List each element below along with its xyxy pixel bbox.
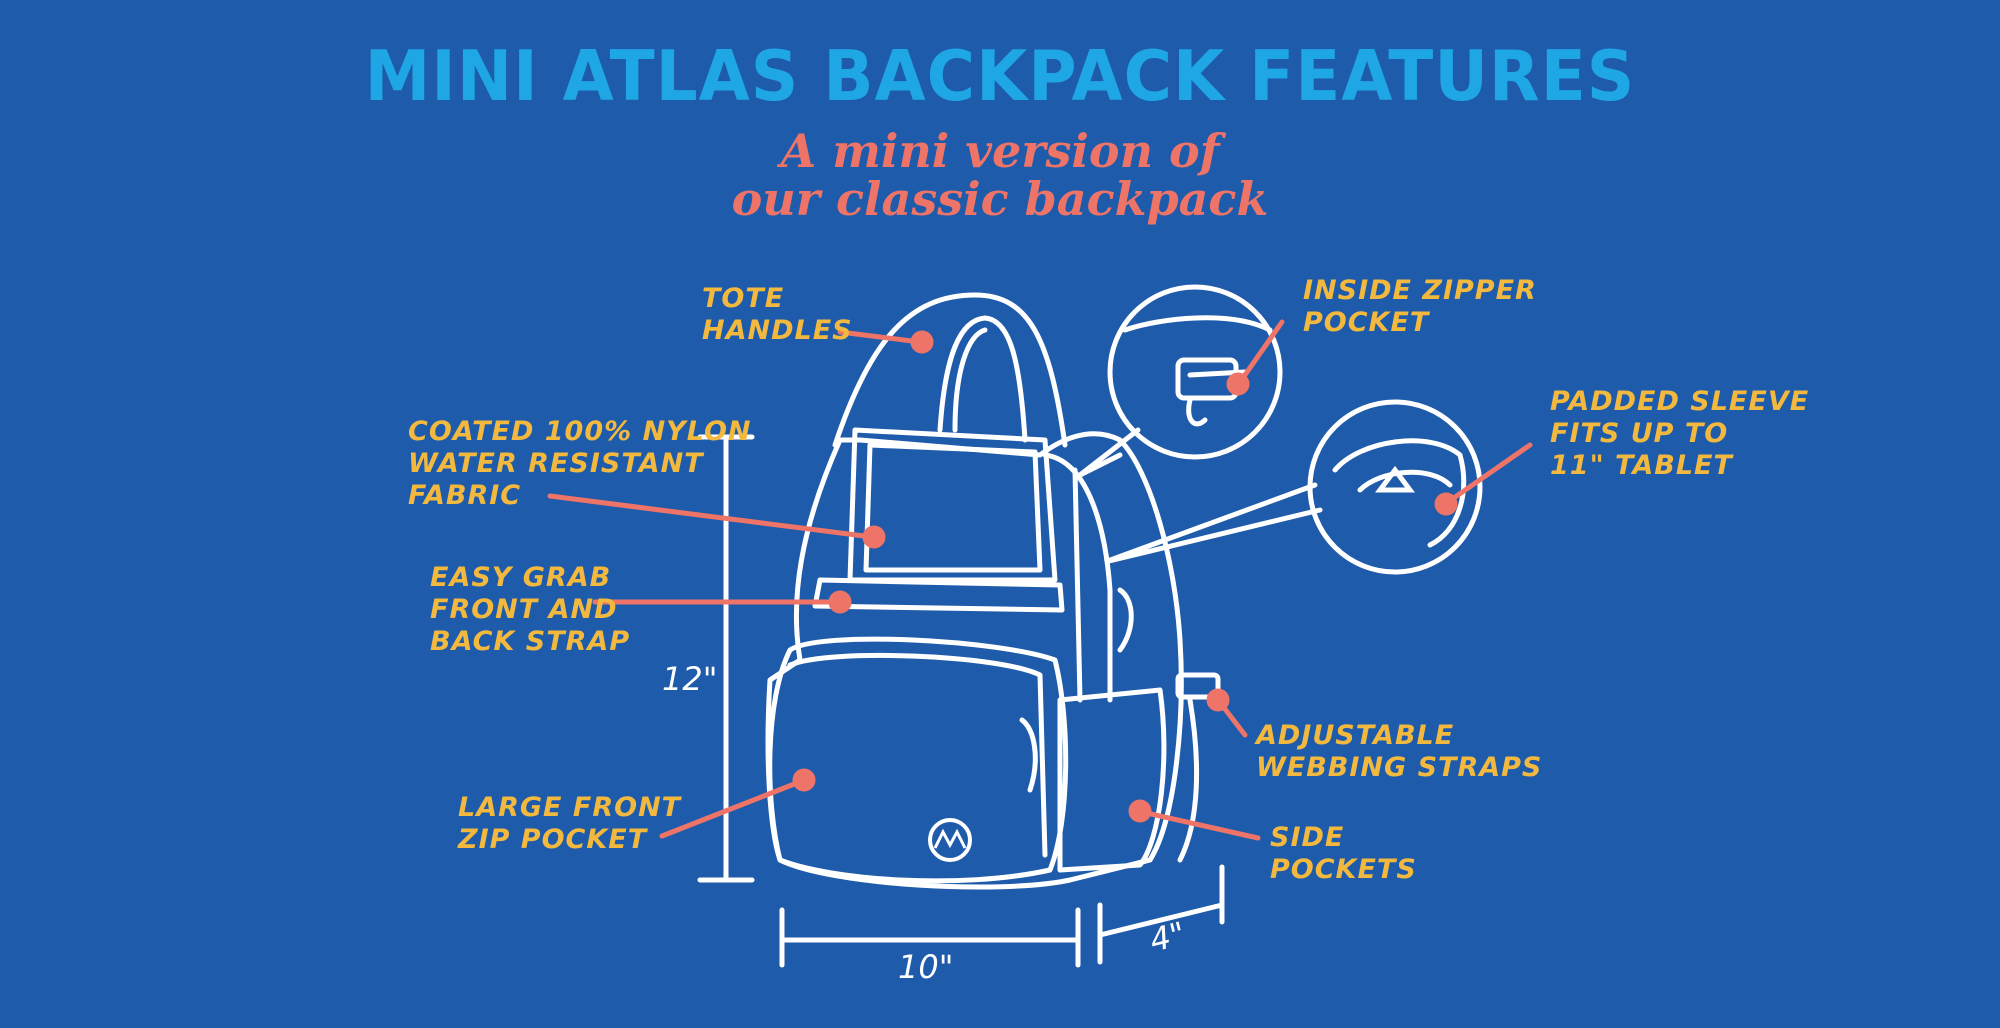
leader-easy-grab-strap	[592, 590, 852, 614]
width-dimension-line	[779, 907, 1081, 968]
label-inside-zipper-pocket: INSIDE ZIPPER POCKET	[1303, 275, 1537, 338]
grab-strap	[812, 577, 1065, 613]
front-pocket-zipper	[787, 652, 1048, 858]
front-top-panel	[847, 427, 1058, 583]
inside-pocket-detail-circle	[1107, 284, 1283, 460]
label-tote-handles: TOTE HANDLES	[702, 283, 853, 346]
front-pocket	[767, 636, 1069, 884]
brand-logo-icon	[928, 818, 972, 862]
leader-adjustable-straps	[1206, 688, 1248, 738]
height-dimension-line	[697, 434, 755, 883]
webbing-buckle	[1175, 672, 1221, 700]
side-panel	[1042, 452, 1113, 703]
front-pocket-pull	[1019, 717, 1038, 793]
side-zipper-pull	[1117, 587, 1134, 653]
side-zipper	[1072, 467, 1083, 703]
height-dimension-label: 12"	[662, 660, 718, 698]
width-dimension-label: 10"	[898, 948, 954, 986]
leader-padded-sleeve	[1434, 442, 1533, 516]
label-easy-grab-strap: EASY GRAB FRONT AND BACK STRAP	[430, 562, 631, 657]
side-pocket	[1057, 687, 1167, 873]
label-coated-nylon: COATED 100% NYLON WATER RESISTANT FABRIC	[408, 416, 752, 511]
label-padded-sleeve: PADDED SLEEVE FITS UP TO 11" TABLET	[1550, 386, 1810, 481]
page-title: MINI ATLAS BACKPACK FEATURES	[364, 36, 1636, 117]
sleeve-detail-circle	[1307, 399, 1483, 575]
front-top-panel-inner	[863, 442, 1043, 573]
tote-handle-second	[952, 327, 988, 433]
leader-large-front-pocket	[659, 768, 816, 839]
sleeve-pointer	[1104, 482, 1323, 565]
leader-inside-zipper-pocket	[1226, 319, 1285, 396]
tote-handle-outer	[832, 292, 1068, 448]
leader-tote-handles	[837, 329, 934, 354]
webbing-strap	[1177, 697, 1200, 863]
depth-dimension-line	[1097, 864, 1225, 965]
label-large-front-pocket: LARGE FRONT ZIP POCKET	[458, 792, 682, 855]
tote-handle-inner	[937, 315, 1028, 443]
leader-coated-nylon	[547, 493, 886, 549]
inside-pocket-pointer	[1078, 427, 1141, 478]
subtitle-line-1: A mini version of	[780, 124, 1220, 178]
label-side-pockets: SIDE POCKETS	[1270, 822, 1417, 885]
leader-side-pockets	[1128, 799, 1261, 841]
subtitle-line-2: our classic backpack	[731, 172, 1269, 226]
label-adjustable-straps: ADJUSTABLE WEBBING STRAPS	[1256, 720, 1543, 783]
